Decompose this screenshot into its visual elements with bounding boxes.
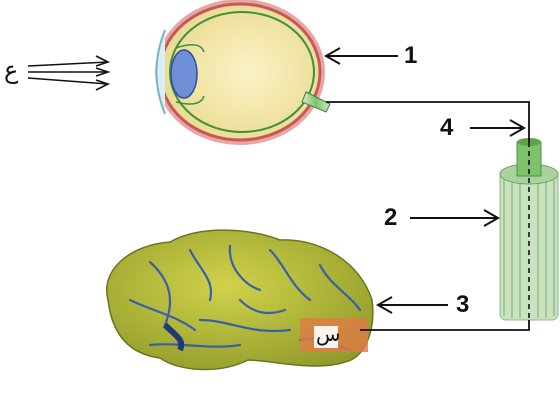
light-rays-icon <box>28 56 108 90</box>
label-2: 2 <box>384 206 397 230</box>
brain-icon <box>107 230 373 369</box>
label-3: 3 <box>456 293 469 317</box>
eye-icon <box>155 0 330 145</box>
label-ain: ع <box>4 58 18 82</box>
nerve-bundle-icon <box>500 138 558 320</box>
label-1: 1 <box>404 44 417 68</box>
label-4: 4 <box>440 116 453 140</box>
label-seen: س <box>316 324 340 344</box>
